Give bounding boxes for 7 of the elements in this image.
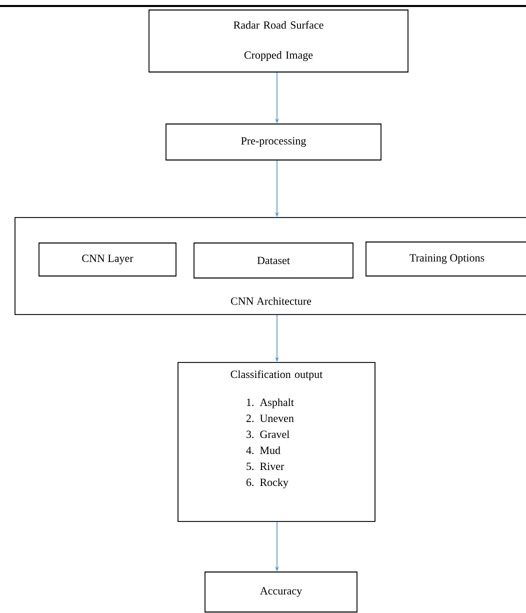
process-box: Dataset xyxy=(194,242,354,278)
input-box: Radar Road Surface Cropped Image xyxy=(148,10,408,72)
process-box: Accuracy xyxy=(204,572,358,612)
process-box: Training Options xyxy=(366,242,526,276)
output-box: Classification output 1. Asphalt 2. Uneven 3. Gravel 4. Mud 5. River 6. Rocky xyxy=(178,362,376,522)
process-box: CNN Layer xyxy=(38,242,176,276)
process-box: Pre-processing xyxy=(166,124,382,160)
